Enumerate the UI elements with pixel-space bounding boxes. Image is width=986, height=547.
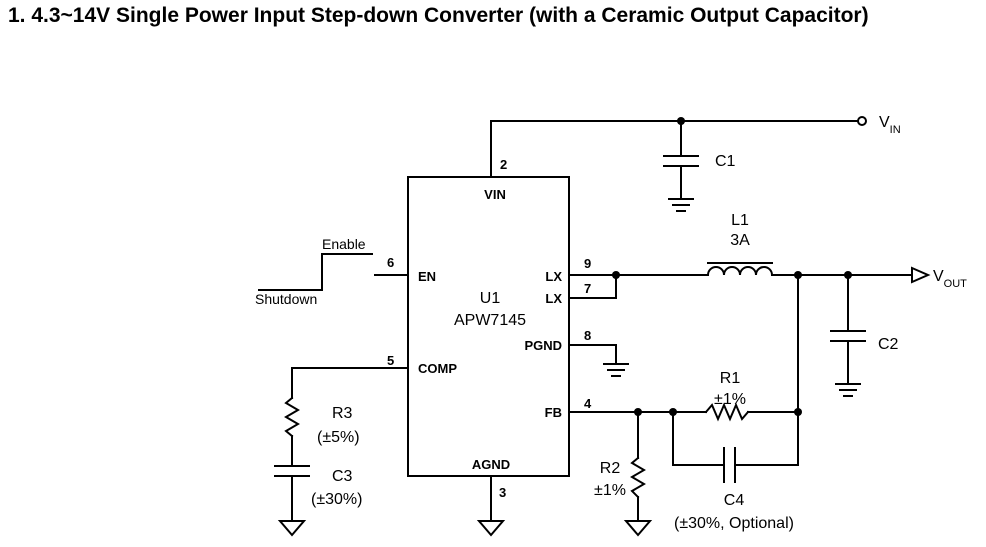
c4-tol: (±30%, Optional) xyxy=(674,515,794,532)
pin-name-lx2: LX xyxy=(545,291,562,306)
resistor-r1 xyxy=(704,402,750,422)
ic-ref: U1 xyxy=(480,290,501,307)
pin-name-pgnd: PGND xyxy=(524,338,562,353)
enable-waveform xyxy=(258,253,373,291)
pin-name-fb: FB xyxy=(545,405,562,420)
wire-lx2 xyxy=(568,274,617,299)
pin-num-pgnd: 8 xyxy=(584,328,591,343)
ground-agnd xyxy=(476,520,506,537)
r3-tol: (±5%) xyxy=(317,429,360,446)
pin-num-fb: 4 xyxy=(584,396,592,411)
pin-num-comp: 5 xyxy=(387,353,394,368)
capacitor-c2 xyxy=(830,274,866,397)
enable-label: Enable xyxy=(322,236,366,252)
c3-label: C3 xyxy=(332,468,353,485)
wire-c4 xyxy=(672,411,799,466)
wire-vin xyxy=(490,120,859,178)
pin-name-vin: VIN xyxy=(484,187,506,202)
ic-body xyxy=(407,176,570,477)
net-vin-label: VIN xyxy=(879,114,901,136)
pin-num-lx2: 7 xyxy=(584,281,591,296)
r1-label: R1 xyxy=(720,370,741,387)
junction-lx xyxy=(612,271,620,279)
wire-r1-vout xyxy=(747,274,799,413)
resistor-r3 xyxy=(284,396,300,438)
pin-num-en: 6 xyxy=(387,255,394,270)
r2-tol: ±1% xyxy=(594,482,626,499)
shutdown-label: Shutdown xyxy=(255,291,317,307)
r1-tol: ±1% xyxy=(714,391,746,408)
pin-name-en: EN xyxy=(418,269,436,284)
wire-pgnd xyxy=(568,344,617,365)
l1-value: 3A xyxy=(730,232,750,249)
c3-tol: (±30%) xyxy=(311,491,362,508)
capacitor-c3 xyxy=(274,465,310,537)
inductor-l1 xyxy=(706,266,774,277)
r2-label: R2 xyxy=(600,460,621,477)
pin-num-vin: 2 xyxy=(500,157,507,172)
c1-label: C1 xyxy=(715,153,736,170)
ic-part: APW7145 xyxy=(454,312,526,329)
pin-name-agnd: AGND xyxy=(472,457,510,472)
ground-r2 xyxy=(623,520,653,537)
pin-num-lx1: 9 xyxy=(584,256,591,271)
wire-comp xyxy=(291,367,409,399)
diagram-title: 1. 4.3~14V Single Power Input Step-down … xyxy=(8,4,869,27)
resistor-r2 xyxy=(630,456,646,499)
ground-pgnd xyxy=(603,363,629,377)
c2-label: C2 xyxy=(878,336,899,353)
pin-num-agnd: 3 xyxy=(499,485,506,500)
c4-label: C4 xyxy=(724,492,745,509)
pin-name-lx1: LX xyxy=(545,269,562,284)
net-vout-label: VOUT xyxy=(933,268,967,290)
capacitor-c1 xyxy=(663,120,699,212)
terminal-vin xyxy=(857,116,867,126)
pin-name-comp: COMP xyxy=(418,361,457,376)
l1-label: L1 xyxy=(731,212,749,229)
r3-label: R3 xyxy=(332,405,353,422)
capacitor-c4 xyxy=(723,447,736,483)
vout-arrow xyxy=(911,266,931,284)
